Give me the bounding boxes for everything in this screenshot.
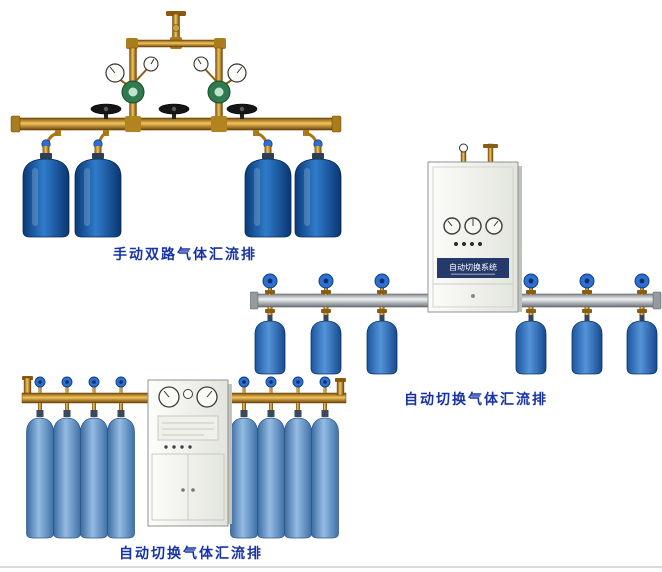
manifold-station: [626, 273, 658, 375]
indicator-light: [454, 242, 458, 246]
gas-cylinder: [26, 417, 54, 539]
pressure-gauge: [459, 143, 468, 153]
gas-cylinder: [244, 139, 292, 238]
gas-cylinder: [571, 320, 603, 375]
gas-cylinder: [515, 320, 547, 375]
gas-cylinder: [311, 417, 339, 539]
gas-cylinder: [230, 417, 258, 539]
indicator-light: [478, 242, 482, 246]
cylinder-station: [230, 376, 258, 539]
product-figure-auto-switch-hanging: 自动切换系统 自动切换气体汇流排: [249, 140, 662, 407]
valve-fitting: [483, 144, 498, 148]
gas-cylinder: [257, 417, 285, 539]
panel-button: [172, 445, 176, 449]
manifold-station: [254, 273, 286, 375]
auto-switch-floor-manifold-illustration: [21, 376, 347, 539]
manifold-station: [571, 273, 603, 375]
gas-cylinder: [254, 320, 286, 375]
gas-cylinder: [74, 139, 122, 238]
gas-cylinder: [366, 320, 398, 375]
cabinet-label: 自动切换系统: [449, 262, 497, 272]
shutoff-valve: [158, 103, 190, 119]
product-figure-auto-switch-standing: 自动切换气体汇流排: [16, 366, 356, 561]
cabinet-handle: [191, 488, 195, 492]
header-pipe-assembly: [126, 11, 226, 121]
cabinet-handle: [181, 488, 185, 492]
pressure-regulator-left: [105, 56, 159, 104]
cabinet-name-plate: [437, 258, 509, 278]
panel-button: [188, 445, 192, 449]
cabinet-handle: [471, 294, 475, 298]
gas-cylinder: [80, 417, 108, 539]
manifold-station: [310, 273, 342, 375]
indicator-light: [470, 242, 474, 246]
cabinet-top-pipes: [459, 143, 498, 165]
product-figure-manual-dual: 手动双路气体汇流排: [6, 6, 346, 262]
cylinder-station: [311, 376, 339, 539]
manual-dual-manifold-illustration: [10, 11, 342, 238]
bottom-divider: [0, 566, 662, 568]
cylinder-station: [107, 376, 135, 539]
panel-button: [180, 445, 184, 449]
cylinder-station: [284, 376, 312, 539]
product-caption: 自动切换气体汇流排: [119, 545, 263, 561]
pipe-top-cap: [166, 11, 186, 16]
product-caption: 手动双路气体汇流排: [113, 246, 257, 262]
shutoff-valve: [90, 103, 122, 119]
gas-cylinder: [310, 320, 342, 375]
control-cabinet: 自动切换系统: [427, 161, 522, 313]
gas-cylinder: [107, 417, 135, 539]
pressure-regulator-right: [193, 56, 247, 104]
gas-cylinder: [22, 139, 70, 238]
gas-cylinder: [53, 417, 81, 539]
control-cabinet: [147, 379, 232, 527]
control-panel: [157, 415, 219, 441]
main-manifold-pipe: [10, 115, 342, 133]
manifold-station: [366, 273, 398, 375]
cylinder-station: [53, 376, 81, 539]
gas-cylinder: [284, 417, 312, 539]
indicator-light: [462, 242, 466, 246]
gas-cylinder: [626, 320, 658, 375]
auto-switch-manifold-illustration: 自动切换系统: [249, 143, 662, 375]
manifold-station: [515, 273, 547, 375]
gas-cylinder: [294, 139, 342, 238]
shutoff-valve: [226, 103, 258, 119]
panel-button: [164, 445, 168, 449]
riser-fitting: [172, 24, 180, 32]
product-caption: 自动切换气体汇流排: [404, 391, 548, 407]
panel-gauge: [183, 389, 193, 399]
